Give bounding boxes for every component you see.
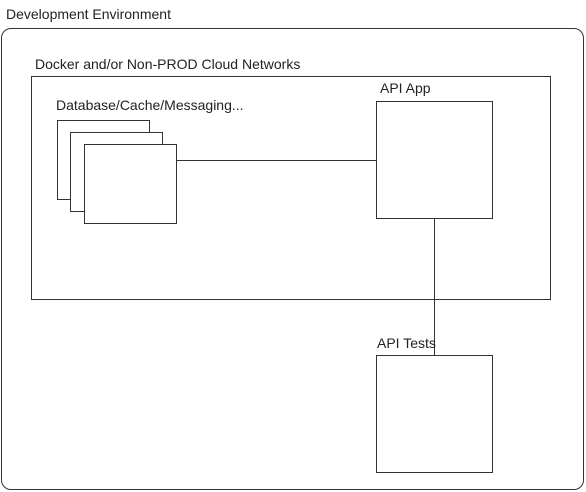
api-tests-title: API Tests xyxy=(377,335,436,351)
api-app-title: API App xyxy=(380,80,431,96)
api-app-to-api-tests-connector xyxy=(434,219,435,355)
cloud-network-title: Docker and/or Non-PROD Cloud Networks xyxy=(35,56,301,72)
api-app-box xyxy=(376,101,493,219)
api-tests-box xyxy=(376,355,493,473)
database-stack-title: Database/Cache/Messaging... xyxy=(56,97,244,113)
development-environment-title: Development Environment xyxy=(6,6,171,22)
database-stack-card xyxy=(84,144,177,224)
database-to-api-app-connector xyxy=(177,160,376,161)
